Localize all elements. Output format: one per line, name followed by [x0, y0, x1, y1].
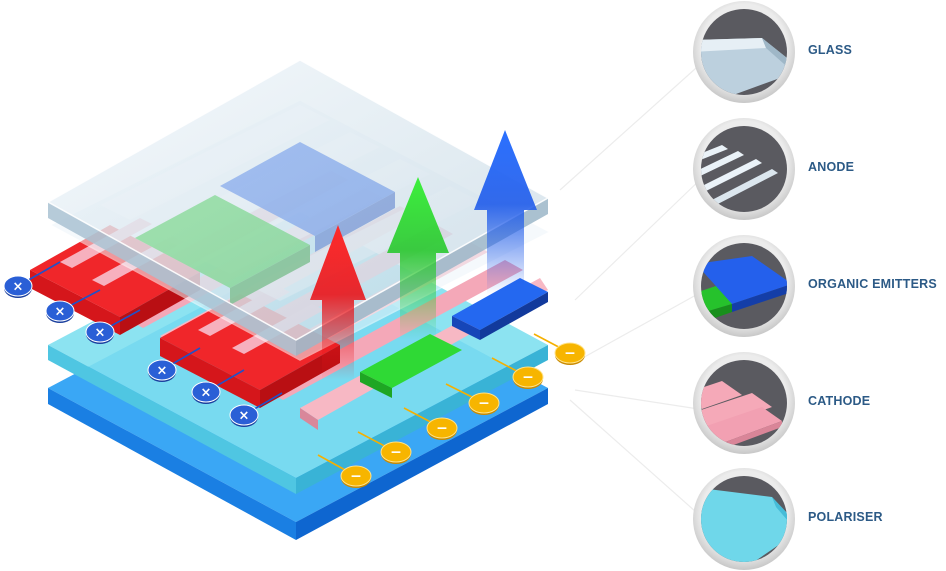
positive-terminal: × — [229, 392, 283, 427]
negative-symbol: − — [522, 370, 534, 386]
light-arrow-green — [387, 177, 449, 340]
negative-terminal: − — [445, 383, 500, 415]
polariser-swatch-icon — [693, 468, 795, 570]
light-arrow-red — [310, 225, 366, 380]
negative-terminal: − — [403, 407, 458, 440]
leader-lines — [559, 59, 706, 521]
negative-terminal: − — [533, 333, 586, 365]
anode-swatch-icon — [693, 118, 795, 220]
negative-symbol: − — [436, 421, 448, 437]
legend-glass: GLASS — [692, 0, 946, 104]
negative-symbol: − — [390, 445, 402, 461]
positive-symbol: × — [157, 364, 168, 379]
negative-terminals: − − − − − − — [317, 333, 586, 488]
legend-polariser: POLARISER — [692, 467, 946, 571]
negative-terminal: − — [357, 431, 412, 464]
legend-organic: ORGANIC EMITTERS — [692, 234, 946, 338]
positive-symbol: × — [201, 386, 212, 401]
negative-terminal: − — [491, 357, 544, 389]
positive-terminal: × — [45, 289, 101, 323]
legend-label-polariser: POLARISER — [808, 510, 883, 524]
positive-symbol: × — [239, 409, 250, 424]
organic-emitters-swatch-icon — [693, 235, 795, 337]
legend-anode: ANODE — [692, 117, 946, 221]
positive-symbol: × — [95, 326, 106, 341]
negative-symbol: − — [564, 346, 576, 362]
cathode-swatch-icon — [693, 352, 795, 454]
positive-terminal: × — [147, 347, 201, 382]
legend-label-organic: ORGANIC EMITTERS — [808, 277, 937, 291]
legend-label-cathode: CATHODE — [808, 394, 871, 408]
positive-symbol: × — [55, 305, 66, 320]
legend-label-glass: GLASS — [808, 43, 853, 57]
legend-label-anode: ANODE — [808, 160, 855, 174]
light-arrow-blue — [474, 130, 537, 295]
positive-terminal: × — [191, 369, 245, 404]
negative-symbol: − — [350, 469, 362, 485]
negative-terminal: − — [317, 454, 372, 488]
legend-cathode: CATHODE — [692, 351, 946, 455]
positive-terminal: × — [3, 261, 61, 298]
glass-swatch-icon — [693, 1, 795, 103]
positive-terminals: × × × × × × — [3, 261, 283, 427]
positive-symbol: × — [13, 280, 24, 295]
negative-symbol: − — [478, 396, 490, 412]
positive-terminal: × — [85, 309, 141, 344]
